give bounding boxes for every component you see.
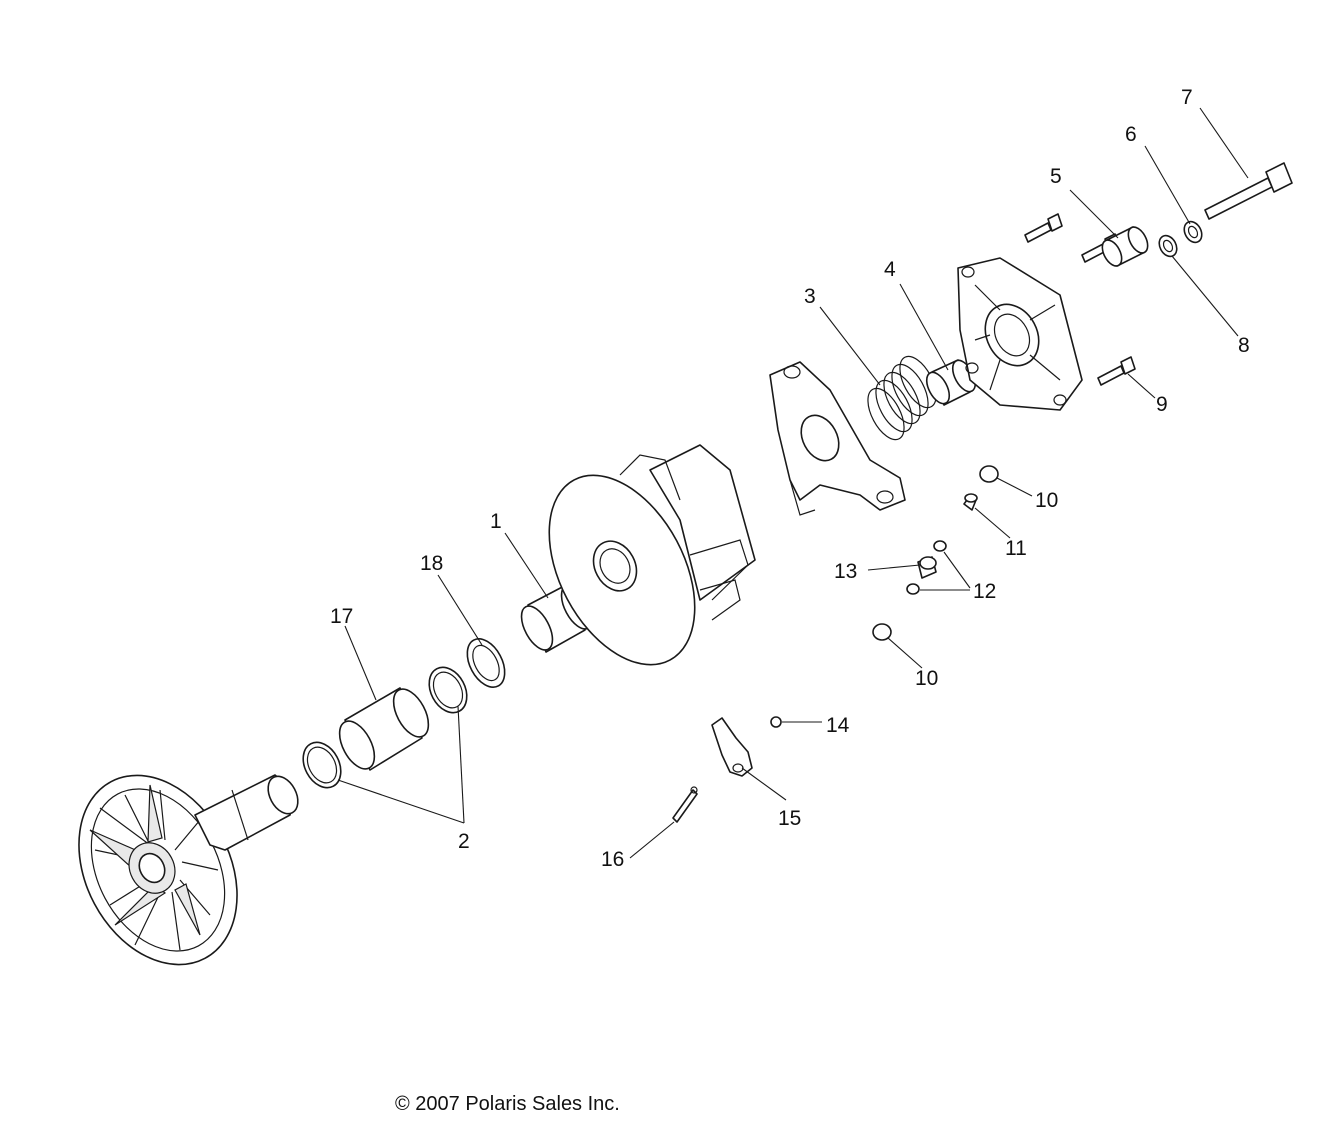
washer-12-lower: [906, 583, 920, 595]
washer-6: [1183, 220, 1203, 244]
bushing-17: [338, 687, 430, 771]
nut-14: [770, 716, 782, 728]
callout-4: 4: [884, 258, 896, 281]
callout-2: 2: [458, 830, 470, 853]
bolt-9-bottom: [1097, 356, 1136, 386]
o-ring-2-lower: [302, 741, 342, 789]
callout-18: 18: [420, 552, 443, 575]
o-ring-2-upper: [428, 666, 468, 714]
bolt-7: [1204, 162, 1293, 220]
callout-11: 11: [1005, 537, 1027, 560]
roller-13: [917, 556, 937, 579]
callout-10-upper: 10: [1035, 489, 1058, 512]
callout-9: 9: [1156, 393, 1168, 416]
button-10-upper: [979, 465, 999, 483]
callout-6: 6: [1125, 123, 1137, 146]
callout-13: 13: [834, 560, 857, 583]
callout-17: 17: [330, 605, 353, 628]
washer-12-upper: [933, 540, 947, 552]
weight-15: [711, 717, 753, 777]
callout-16: 16: [601, 848, 624, 871]
movable-sheave: [548, 444, 756, 666]
callout-5: 5: [1050, 165, 1062, 188]
spring-3: [867, 355, 937, 441]
callout-15: 15: [778, 807, 801, 830]
callout-labels: 1 2 3 4 5 6 7 8 9 10 10 11 12 13 14 15 1…: [330, 86, 1250, 871]
seal-18: [466, 638, 506, 688]
spacer-5: [1101, 226, 1149, 267]
callout-8: 8: [1238, 334, 1250, 357]
callout-14: 14: [826, 714, 850, 737]
spider: [769, 361, 906, 516]
washer-8: [1158, 234, 1178, 258]
leader-lines: [337, 107, 1249, 859]
bolt-9-top: [1024, 213, 1063, 243]
callout-1: 1: [490, 510, 502, 533]
cover-plate: [957, 257, 1083, 411]
pin-16: [672, 786, 698, 823]
callout-3: 3: [804, 285, 816, 308]
callout-12: 12: [973, 580, 996, 603]
callout-7: 7: [1181, 86, 1193, 109]
copyright-notice: © 2007 Polaris Sales Inc.: [395, 1093, 620, 1115]
callout-10-lower: 10: [915, 667, 938, 690]
bushing-4: [925, 359, 977, 406]
fixed-sheave-with-shaft: [78, 774, 299, 966]
pin-11: [963, 493, 978, 511]
button-10-lower: [872, 623, 892, 641]
